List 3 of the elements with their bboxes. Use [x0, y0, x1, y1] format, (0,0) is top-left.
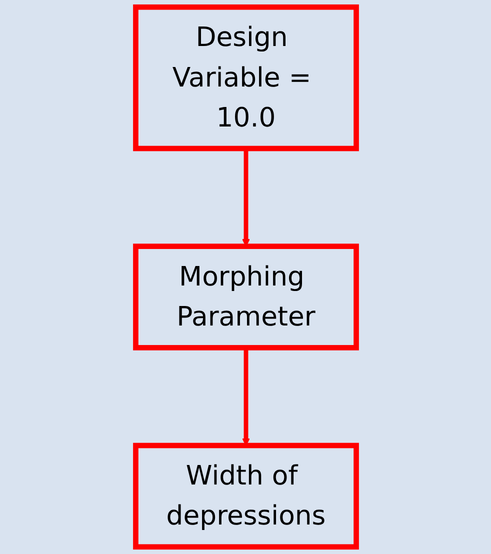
node-box: Width of depressions — [132, 442, 358, 550]
node-box: Design Variable = 10.0 — [132, 4, 358, 152]
node-box: Morphing Parameter — [132, 244, 358, 350]
